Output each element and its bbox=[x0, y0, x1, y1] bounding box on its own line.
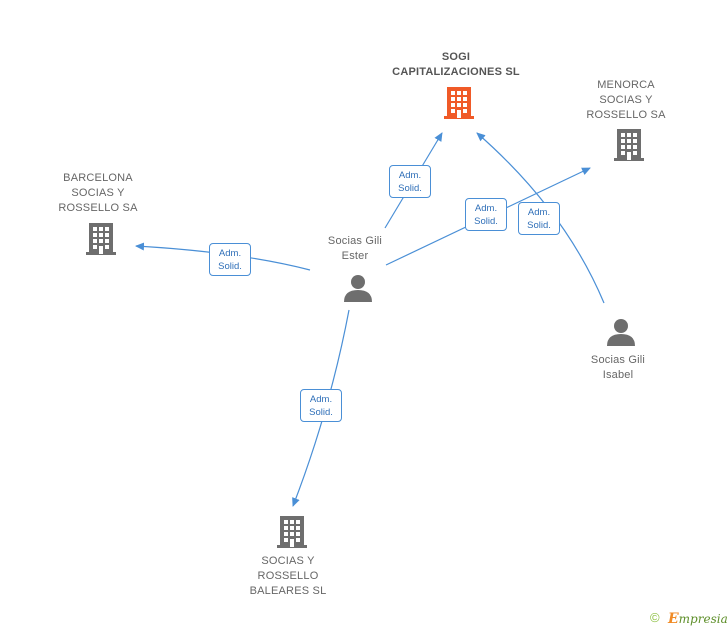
node-label-line: SOCIAS Y bbox=[599, 94, 653, 106]
node-label-line: Socias Gili bbox=[590, 354, 646, 366]
node-label-line: MENORCA bbox=[597, 79, 655, 91]
edge-label-ester-baleares: Adm. Solid. bbox=[300, 389, 342, 422]
node-label-line: Ester bbox=[341, 250, 369, 262]
node-label-line: Isabel bbox=[602, 369, 634, 381]
brand-rest: mpresia bbox=[678, 612, 728, 626]
node-label-line: Socias Gili bbox=[327, 235, 383, 247]
node-label-menorca[interactable]: MENORCA SOCIAS Y ROSSELLO SA bbox=[576, 78, 676, 123]
node-label-line: ROSSELLO SA bbox=[58, 202, 138, 214]
edge-label-line: Solid. bbox=[474, 216, 498, 227]
edge-label-ester-barcelona: Adm. Solid. bbox=[209, 243, 251, 276]
node-label-ester[interactable]: Socias Gili Ester bbox=[305, 234, 405, 264]
building-icon-menorca bbox=[614, 129, 644, 161]
node-label-line: BARCELONA bbox=[63, 172, 133, 184]
node-label-sogi[interactable]: SOGI CAPITALIZACIONES SL bbox=[376, 50, 536, 80]
node-label-line: SOGI bbox=[441, 51, 471, 63]
node-label-line: SOCIAS Y bbox=[71, 187, 125, 199]
brand-initial: E bbox=[668, 611, 679, 627]
edge-label-line: Solid. bbox=[398, 183, 422, 194]
edge-label-line: Adm. bbox=[474, 203, 498, 214]
edge-label-line: Adm. bbox=[309, 394, 333, 405]
node-label-isabel[interactable]: Socias Gili Isabel bbox=[568, 353, 668, 383]
edge-label-isabel-sogi: Adm. Solid. bbox=[518, 202, 560, 235]
edge-label-line: Adm. bbox=[218, 248, 242, 259]
node-label-line: ROSSELLO bbox=[257, 570, 319, 582]
copyright-icon: © bbox=[650, 610, 660, 625]
building-icon-barcelona bbox=[86, 223, 116, 255]
edge-label-line: Solid. bbox=[309, 407, 333, 418]
node-label-line: CAPITALIZACIONES SL bbox=[392, 66, 520, 78]
person-icon-ester bbox=[344, 275, 372, 302]
edge-label-line: Adm. bbox=[527, 207, 551, 218]
building-icon-baleares bbox=[277, 516, 307, 548]
edge-label-ester-menorca: Adm. Solid. bbox=[465, 198, 507, 231]
edge-label-line: Adm. bbox=[398, 170, 422, 181]
person-icon-isabel bbox=[607, 319, 635, 346]
node-label-line: BALEARES SL bbox=[249, 585, 327, 597]
node-label-line: SOCIAS Y bbox=[261, 555, 315, 567]
node-label-baleares[interactable]: SOCIAS Y ROSSELLO BALEARES SL bbox=[238, 554, 338, 599]
node-label-barcelona[interactable]: BARCELONA SOCIAS Y ROSSELLO SA bbox=[48, 171, 148, 216]
brand-logo[interactable]: Empresia bbox=[668, 611, 728, 627]
building-icon-sogi bbox=[444, 87, 474, 119]
edge-label-ester-sogi: Adm. Solid. bbox=[389, 165, 431, 198]
edge-label-line: Solid. bbox=[218, 261, 242, 272]
node-label-line: ROSSELLO SA bbox=[586, 109, 666, 121]
edge-label-line: Solid. bbox=[527, 220, 551, 231]
